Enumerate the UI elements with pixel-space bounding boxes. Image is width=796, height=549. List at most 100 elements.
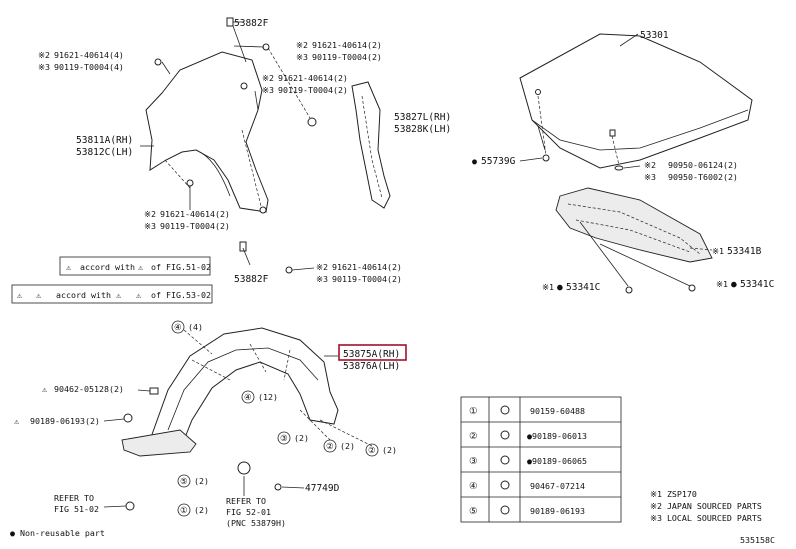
liner-callouts: ④ (4) ④ (12) ③ (2) ② (2) ② (2) ⑤ (2) ① (… (171, 320, 397, 517)
screw-icon (123, 413, 133, 423)
label-53341c-right: 53341C (740, 279, 774, 290)
legend-num: ③ (469, 456, 478, 467)
label-53882f-bottom: 53882F (234, 274, 269, 285)
warning-icon: ⚠ (66, 262, 71, 272)
marker-star2d: ※2 (144, 209, 156, 219)
qty-2a: (2) (294, 433, 309, 443)
legend-part: ●90189-06065 (527, 456, 587, 466)
note-fl-b: 90119-T0004(2) (160, 221, 230, 231)
footnote-3: ※3 LOCAL SOURCED PARTS (650, 513, 762, 523)
note-tl-a: 91621-40614(4) (54, 50, 124, 60)
label-47749d: 47749D (305, 483, 340, 494)
screw-icon (274, 483, 282, 491)
label-53828k: 53828K(LH) (394, 124, 451, 135)
legend-row: ⑤ 90189-06193 (469, 505, 585, 517)
label-53827l: 53827L(RH) (394, 112, 451, 123)
grommet-icon (237, 461, 251, 475)
qty-2c: (2) (382, 445, 397, 455)
refer-b-line2: FIG 52-01 (226, 507, 271, 517)
hood-part[interactable] (519, 33, 753, 169)
marker-star3f: ※3 (644, 172, 656, 182)
label-53876a: 53876A(LH) (343, 361, 400, 372)
refer-b-line1: REFER TO (226, 496, 266, 506)
marker-star2c: ※2 (262, 73, 274, 83)
note-hood-b: 90950-T6002(2) (668, 172, 738, 182)
warning-2-text-a: accord with (56, 290, 111, 300)
legend-row: ④ 90467-07214 (469, 480, 585, 492)
warning-icon-g: ⚠ (42, 384, 47, 394)
fender-bolt-icon (154, 17, 317, 274)
warning-icon-b: ⚠ (138, 262, 143, 272)
num-3: ③ (280, 433, 287, 443)
clip-icon (149, 387, 159, 395)
note-bm-b: 90119-T0004(2) (332, 274, 402, 284)
marker-star1-b: ※1 (542, 282, 554, 292)
screw-icon (500, 505, 510, 515)
label-90189: 90189-06193(2) (30, 416, 100, 426)
hood-insulator-part[interactable] (555, 187, 713, 263)
note-mm-a: 91621-40614(2) (278, 73, 348, 83)
fender-part[interactable] (145, 51, 269, 213)
cushion-icon (625, 286, 633, 294)
hood-clip-icon (535, 89, 541, 95)
num-2b: ② (368, 445, 375, 455)
legend-part: 90159-60488 (530, 406, 585, 416)
qty-2e: (2) (194, 505, 209, 515)
screw-icon (500, 430, 510, 440)
warning-icon-c: ⚠ (17, 290, 22, 300)
refer-a-line1: REFER TO (54, 493, 94, 503)
legend-num: ④ (469, 481, 478, 492)
label-55739g: 55739G (481, 156, 516, 167)
clip-icon (500, 480, 510, 490)
label-53341c-left: 53341C (566, 282, 600, 293)
label-53301: 53301 (640, 30, 669, 41)
legend-row: ② ●90189-06013 (469, 430, 587, 442)
warning-icon-e: ⚠ (116, 290, 121, 300)
refer-b-line3: (PNC 53879H) (226, 518, 286, 528)
legend-num: ⑤ (469, 506, 478, 517)
hood-cushion-icon (614, 165, 624, 171)
marker-star1-c: ※1 (716, 279, 728, 289)
num-5: ⑤ (180, 476, 187, 486)
marker-star3b: ※3 (296, 52, 308, 62)
marker-dot-53341c-r: ● (731, 279, 737, 290)
marker-dot-53341c: ● (557, 282, 563, 293)
footnote-1: ※1 ZSP170 (650, 489, 697, 499)
label-53875a[interactable]: 53875A(RH) (343, 349, 400, 360)
marker-star3d: ※3 (144, 221, 156, 231)
non-reusable-note: ● Non-reusable part (10, 528, 105, 538)
legend-table: ① 90159-60488 ② ●90189-06013 ③ ●90189-06… (460, 396, 622, 523)
legend-part: ●90189-06013 (527, 431, 587, 441)
note-bm-a: 91621-40614(2) (332, 262, 402, 272)
qty-12: (12) (258, 392, 278, 402)
legend-row: ③ ●90189-06065 (469, 455, 587, 467)
fender-liner-part[interactable] (149, 327, 339, 451)
callout-53875a-highlight[interactable] (338, 344, 407, 361)
pushclip-icon (500, 405, 510, 415)
liner-bracket-part[interactable] (121, 429, 197, 457)
marker-star3e: ※3 (316, 274, 328, 284)
refer-a-line2: FIG 51-02 (54, 504, 99, 514)
label-53812c: 53812C(LH) (76, 147, 133, 158)
screw-icon (500, 455, 510, 465)
warning-icon-f: ⚠ (136, 290, 141, 300)
cushion-icon (688, 284, 696, 292)
warning-icon-h: ⚠ (14, 416, 19, 426)
label-53811a: 53811A(RH) (76, 135, 133, 146)
marker-star1-a: ※1 (712, 246, 724, 256)
marker-star2: ※2 (38, 50, 50, 60)
legend-part: 90189-06193 (530, 506, 585, 516)
warning-box-1: ⚠ accord with ⚠ of FIG.51-02 (59, 256, 211, 276)
legend-part: 90467-07214 (530, 481, 585, 491)
label-53882f-top: 53882F (234, 18, 269, 29)
hood-bolt-icon (542, 154, 550, 162)
note-fl-a: 91621-40614(2) (160, 209, 230, 219)
figure-code: 535158C (740, 535, 775, 545)
note-tl-b: 90119-T0004(4) (54, 62, 124, 72)
label-53341b: 53341B (727, 246, 762, 257)
fender-seal-part[interactable] (351, 81, 391, 209)
marker-star2e: ※2 (316, 262, 328, 272)
qty-4: (4) (188, 322, 203, 332)
num-4: ④ (174, 322, 181, 332)
